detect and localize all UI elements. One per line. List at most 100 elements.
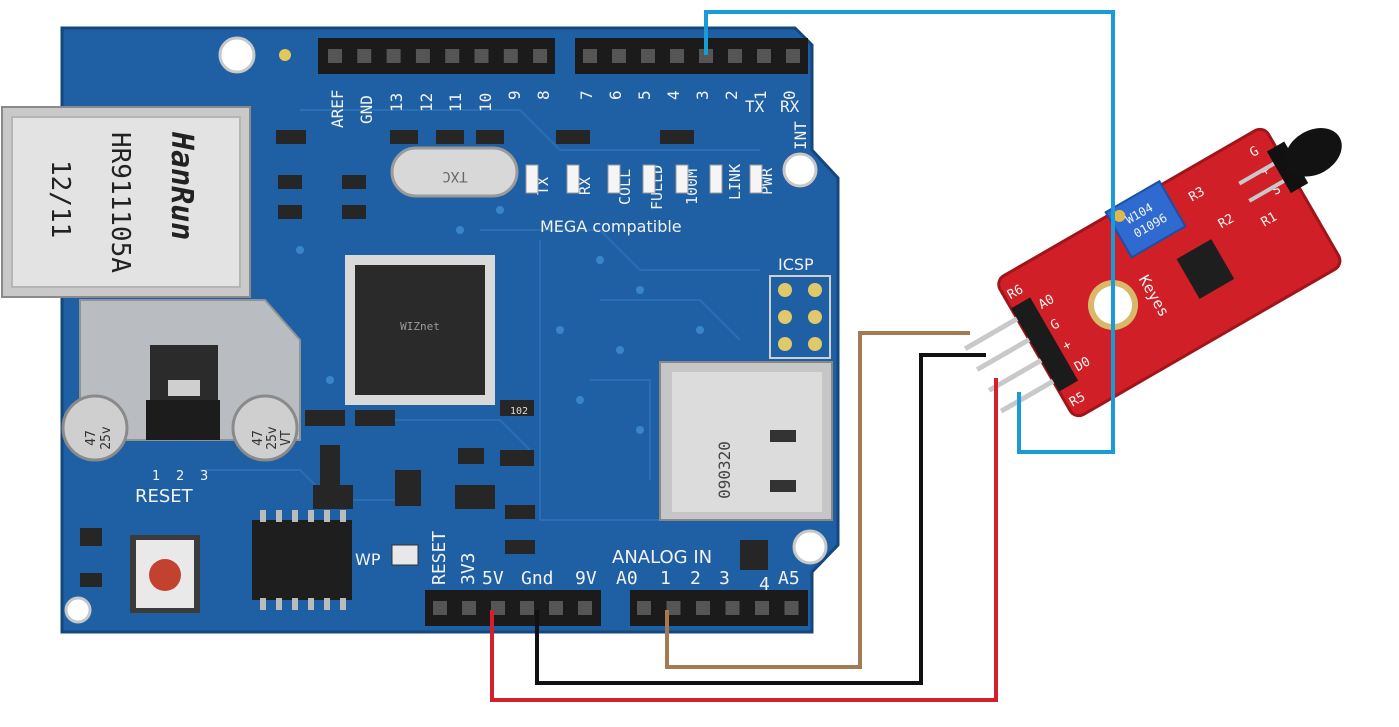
- digital-header-left: [318, 38, 555, 74]
- resistor-code: 102: [510, 406, 528, 417]
- pin-label-13: 13: [387, 93, 406, 112]
- pin-label-11: 11: [446, 93, 465, 112]
- smd-components: [80, 130, 768, 587]
- sensor-label-r5: R5: [1067, 390, 1088, 411]
- digital-header-right: [575, 38, 808, 74]
- pin-hole: [725, 601, 740, 615]
- pin-hole: [533, 49, 548, 63]
- int-label: INT: [791, 121, 810, 150]
- pin-label-5: 5: [635, 90, 654, 100]
- pin-label-4: 4: [664, 90, 683, 100]
- pin-hole: [583, 49, 597, 63]
- pin-header-housing: [1011, 297, 1079, 392]
- signal-wire: [704, 10, 1115, 454]
- pin-label-aref: AREF: [328, 89, 347, 128]
- pin-hole: [786, 49, 800, 63]
- analog-pin-labels: A0 1 2 3 4 A5: [616, 568, 800, 595]
- pin-hole: [578, 601, 592, 615]
- mounting-hole: [782, 152, 818, 188]
- mounting-hole: [218, 36, 256, 74]
- pin-hole: [641, 49, 655, 63]
- wp-label: WP: [355, 550, 381, 569]
- pin-hole: [445, 49, 460, 63]
- pin-label-3: 3: [693, 90, 712, 100]
- voltage-regulator: 1 2 3: [146, 345, 220, 484]
- sd-card-code: 090320: [715, 441, 734, 499]
- potentiometer: W104 01096: [1104, 179, 1187, 259]
- pin-hole: [549, 601, 563, 615]
- pin-hole: [415, 49, 430, 63]
- pin-hole: [728, 49, 742, 63]
- capacitor-right: 47 25v VT: [231, 394, 299, 462]
- rj45-date: 12/11: [45, 160, 75, 238]
- pin-label-9v: 9V: [575, 568, 597, 589]
- pin-hole: [462, 601, 476, 615]
- pin-hole: [670, 49, 684, 63]
- buffer-chip: [252, 510, 352, 610]
- pin-hole: [666, 601, 681, 615]
- pin-label-a2: 2: [690, 568, 701, 589]
- pin-hole: [755, 601, 769, 615]
- sensor-pin-a0: A0: [1036, 292, 1057, 313]
- tx-label: TX: [745, 97, 765, 116]
- pin-label-10: 10: [476, 93, 495, 112]
- mounting-hole: [64, 596, 92, 624]
- pin-hole: [612, 49, 626, 63]
- svg-text:47: 47: [84, 430, 99, 446]
- power-wire: [490, 378, 998, 702]
- analog-in-label: ANALOG IN: [612, 547, 712, 568]
- pin-hole: [474, 49, 489, 63]
- regulator-pin-3: 3: [200, 469, 208, 484]
- regulator-pin-2: 2: [176, 469, 184, 484]
- crystal: TXC: [390, 146, 519, 198]
- wp-jumper: [391, 544, 419, 566]
- bottom-pin-holes: [433, 601, 799, 615]
- pin-label-reset: RESET: [429, 531, 450, 585]
- analog-header: [630, 590, 808, 626]
- reset-label: RESET: [135, 486, 194, 507]
- mega-compatible-label: MEGA compatible: [540, 217, 682, 236]
- pin-label-a3: 3: [719, 568, 730, 589]
- pin-hole: [699, 49, 713, 63]
- led-rx-label: RX: [576, 177, 594, 195]
- pin-label-a0: A0: [616, 568, 638, 589]
- pin-label-a1: 1: [660, 568, 671, 589]
- svg-text:WIZnet: WIZnet: [400, 320, 440, 333]
- pin-hole: [433, 601, 447, 615]
- capacitor-left: 47 25v: [61, 394, 129, 462]
- sd-card-slot: 090320: [659, 361, 833, 521]
- flame-ir-led: [1238, 128, 1342, 203]
- pin-hole: [696, 601, 710, 615]
- sensor-label-r6: R6: [1005, 282, 1026, 303]
- power-pin-labels: RESET 3V3 5V Gnd 9V: [429, 531, 597, 589]
- pin-hole: [784, 601, 799, 615]
- pin-label-7: 7: [577, 90, 596, 100]
- pin-label-6: 6: [606, 90, 625, 100]
- pin-label-12: 12: [417, 93, 436, 112]
- pin-label-1: 1: [751, 90, 770, 100]
- leds: [525, 164, 763, 194]
- ground-wire: [535, 353, 986, 685]
- digital-pin-holes: [328, 49, 800, 63]
- pin-label-5v: 5V: [482, 568, 504, 589]
- rj45-brand: HanRun: [164, 131, 199, 240]
- crystal-label: TXC: [442, 168, 467, 184]
- analog-wire: [665, 331, 970, 669]
- led-link-label: LINK: [726, 164, 744, 200]
- pin-label-8: 8: [534, 90, 553, 100]
- rx-label: RX: [780, 97, 800, 116]
- rj45-jack: HanRun HR911105A 12/11: [1, 106, 251, 298]
- mounting-hole: [792, 529, 828, 565]
- sensor-label-r2: R2: [1216, 211, 1237, 232]
- flame-sensor-module: A0 G + D0 R6 R5 R3 R2 R1 G + S Keyes W10…: [963, 127, 1342, 418]
- pin-label-a4: 4: [759, 574, 770, 595]
- pin-hole: [520, 601, 534, 615]
- pin-hole: [386, 49, 401, 63]
- pin-label-gnd-power: Gnd: [521, 568, 554, 589]
- pin-label-a5: A5: [778, 568, 800, 589]
- sensor-pins: [963, 316, 1055, 414]
- pin-hole: [357, 49, 372, 63]
- pin-label-gnd: GND: [357, 95, 376, 124]
- pin-label-2: 2: [722, 90, 741, 100]
